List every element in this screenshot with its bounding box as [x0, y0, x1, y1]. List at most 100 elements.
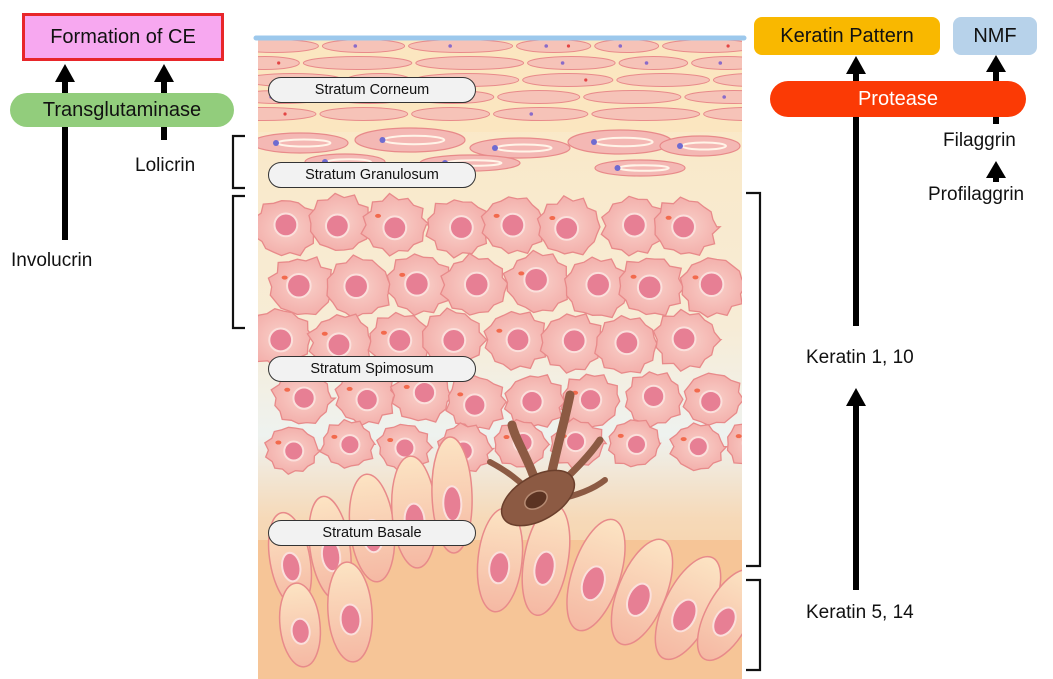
stratum-granulosum-label: Stratum Granulosum [268, 162, 476, 188]
lamellar-body [518, 271, 524, 275]
lamellar-body [347, 387, 353, 391]
stratum-spinosum-label: Stratum Spimosum [268, 356, 476, 382]
lamellar-body [618, 434, 624, 438]
lamellar-body [736, 434, 742, 438]
lamellar-body [275, 441, 281, 445]
corneocyte [528, 57, 616, 70]
profilaggrin-label: Profilaggrin [928, 184, 1024, 206]
involucrin-label: Involucrin [11, 250, 92, 272]
formation-of-ce-box: Formation of CE [22, 13, 224, 61]
lipid-dot [561, 61, 565, 65]
corneocyte [231, 57, 300, 70]
spinous-cell [728, 419, 780, 469]
lamellar-body [284, 388, 290, 392]
lamellar-body [549, 216, 555, 220]
granular-cell [568, 130, 672, 154]
spinous-cell-nucleus [414, 382, 435, 403]
stratum-basale-label: Stratum Basale [268, 520, 476, 546]
spinous-cell-nucleus [743, 434, 762, 453]
lamellar-body [503, 435, 509, 439]
lolicrin-label: Lolicrin [135, 155, 195, 177]
lipid-dot [752, 95, 755, 98]
lamellar-body [457, 392, 463, 396]
spinous-cell-nucleus [586, 273, 610, 297]
spinous-cell-nucleus [566, 432, 585, 451]
spinous-cell-nucleus [284, 442, 303, 461]
nmf-box: NMF [953, 17, 1037, 55]
bracket-basal [746, 580, 760, 670]
spinous-cell-nucleus [465, 273, 489, 297]
lipid-dot [252, 112, 256, 116]
lipid-dot [529, 112, 533, 116]
lipid-dot [353, 44, 357, 48]
lipid-dot [567, 44, 570, 47]
spinous-cell-nucleus [643, 386, 664, 407]
corneocyte [619, 57, 688, 70]
lamellar-body [666, 216, 672, 220]
keratohyalin-granule [615, 165, 621, 171]
lipid-dot [722, 95, 726, 99]
stratum-corneum-label: Stratum Corneum [268, 77, 476, 103]
spinous-cell-nucleus [326, 215, 349, 238]
formation-of-ce-label: Formation of CE [50, 26, 196, 49]
lipid-dot [544, 44, 548, 48]
lamellar-body [399, 273, 405, 277]
spinous-cell-nucleus [269, 329, 292, 352]
arrow-filaggrin-head [986, 55, 1006, 72]
lamellar-body [631, 275, 637, 279]
spinous-cell-nucleus [700, 391, 721, 412]
bracket-upper-spinosum [233, 196, 245, 328]
corneocyte [320, 108, 408, 121]
granular-cell [595, 160, 685, 176]
granular-cell [252, 133, 348, 153]
corneocyte [412, 108, 490, 121]
protease-box: Protease [770, 81, 1026, 117]
spinous-cell-nucleus [293, 387, 314, 408]
basal-cell-nucleus [443, 486, 462, 521]
corneocyte [663, 40, 757, 53]
transglutaminase-box: Transglutaminase [10, 93, 234, 127]
lipid-dot [726, 44, 729, 47]
filaggrin-label: Filaggrin [943, 130, 1016, 152]
spinous-cell-nucleus [689, 437, 708, 456]
lamellar-body [375, 214, 381, 218]
lipid-dot [718, 61, 722, 65]
corneocyte [584, 91, 681, 104]
keratohyalin-granule [273, 140, 279, 146]
spinous-cell-nucleus [507, 328, 530, 351]
lamellar-body [692, 275, 698, 279]
bracket-suprabasal [746, 193, 760, 566]
corneocyte [685, 91, 783, 104]
spinous-cell-nucleus [464, 394, 485, 415]
lamellar-body [331, 435, 337, 439]
lipid-dot [283, 112, 286, 115]
keratin-pattern-box: Keratin Pattern [754, 17, 940, 55]
corneocyte [498, 91, 580, 104]
spinous-cell-nucleus [615, 331, 638, 354]
keratohyalin-granule [677, 143, 683, 149]
lamellar-body [494, 214, 500, 218]
keratohyalin-granule [591, 139, 597, 145]
granular-cell [355, 128, 465, 152]
spinous-cell-nucleus [673, 327, 696, 350]
bracket-granulosum [233, 136, 245, 188]
corneocyte [692, 57, 764, 70]
lamellar-body [681, 437, 687, 441]
spinous-cell-nucleus [388, 329, 411, 352]
corneocyte [416, 57, 524, 70]
spinous-cell-nucleus [344, 274, 368, 298]
spinous-cell-nucleus [405, 272, 429, 296]
spinous-cell-nucleus [580, 389, 601, 410]
arrow-profilaggrin-head [986, 161, 1006, 178]
lamellar-body [496, 329, 502, 333]
corneocyte [592, 108, 700, 121]
arrow-involucrin-head [55, 64, 75, 82]
corneocyte [517, 40, 591, 53]
lipid-dot [448, 44, 452, 48]
keratin-5-14-label: Keratin 5, 14 [806, 602, 914, 624]
corneocyte [409, 40, 513, 53]
spinous-cell-nucleus [356, 389, 377, 410]
spinous-cell-nucleus [555, 217, 578, 240]
spinous-cell-nucleus [524, 268, 548, 292]
